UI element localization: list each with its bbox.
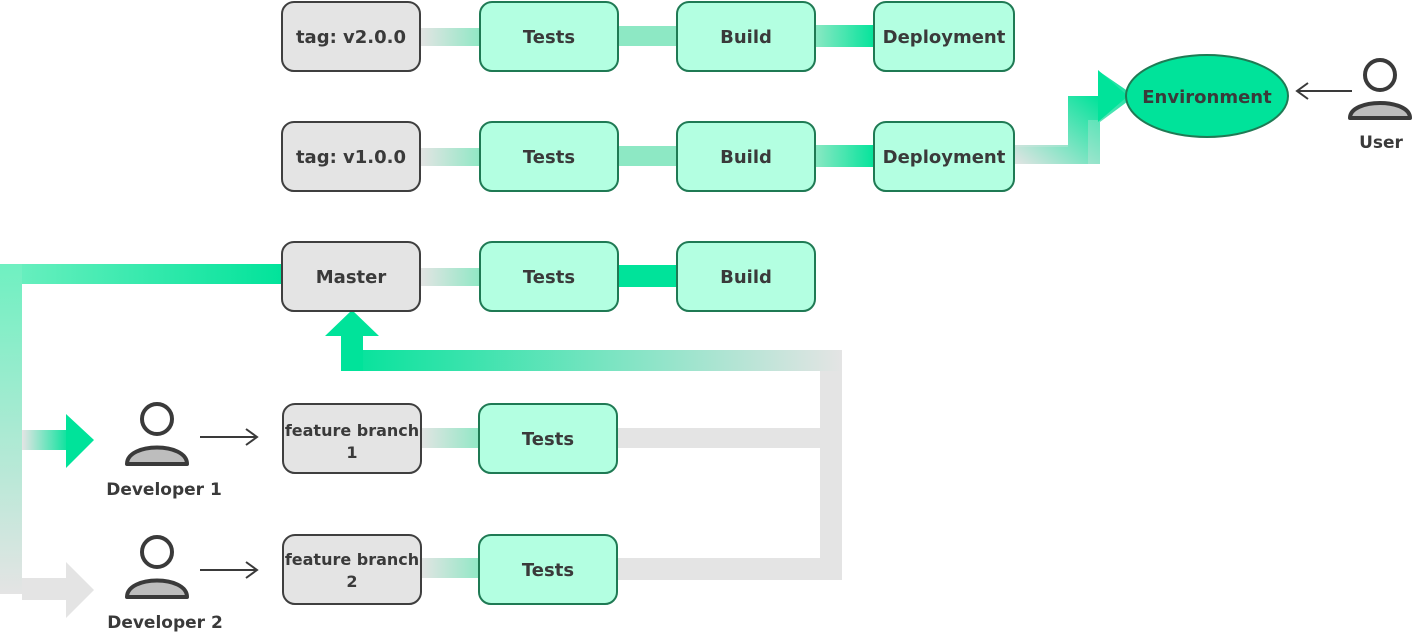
row-feature-1: feature branch 1 Tests bbox=[282, 403, 618, 474]
connector-fb2-tests bbox=[420, 558, 482, 578]
connector-fb1-return bbox=[616, 428, 842, 448]
feature-branch-2-label-line1: feature branch bbox=[285, 550, 419, 569]
tag-v2-label: tag: v2.0.0 bbox=[296, 27, 406, 48]
user-to-environment-arrow bbox=[1295, 82, 1352, 100]
user-person: User bbox=[1348, 58, 1412, 153]
tag-v1-build-label: Build bbox=[720, 147, 772, 168]
tag-v2-tests-node[interactable]: Tests bbox=[479, 1, 619, 72]
connector-return-top bbox=[341, 350, 842, 371]
connector-deploy-environment-arrowhead bbox=[1098, 70, 1128, 122]
tag-v1-tests-label: Tests bbox=[523, 147, 575, 168]
environment-node[interactable]: Environment bbox=[1125, 54, 1289, 138]
feature-2-tests-node[interactable]: Tests bbox=[478, 534, 618, 605]
tag-v2-node[interactable]: tag: v2.0.0 bbox=[281, 1, 421, 72]
tag-v1-deployment-label: Deployment bbox=[883, 147, 1006, 168]
tag-v2-build-node[interactable]: Build bbox=[676, 1, 816, 72]
connector-v1-tag-tests bbox=[420, 148, 482, 166]
connector-v2-build-deploy bbox=[814, 25, 876, 47]
feature-branch-2-label-line2: 2 bbox=[346, 572, 357, 591]
feature-branch-1-label-line1: feature branch bbox=[285, 421, 419, 440]
dev1-to-fb1-arrow bbox=[200, 428, 259, 446]
connector-return-up bbox=[341, 334, 363, 371]
dev1-arrowhead bbox=[66, 414, 94, 468]
developer-1-person: Developer 1 bbox=[106, 402, 222, 500]
connector-return-vertical bbox=[820, 350, 842, 580]
dev2-to-fb2-arrow bbox=[200, 561, 259, 579]
environment-label: Environment bbox=[1142, 87, 1272, 108]
return-master-arrowhead bbox=[325, 310, 379, 336]
row-tag-v2: tag: v2.0.0 Tests Build Deployment bbox=[281, 1, 1015, 72]
connector-v2-tests-build bbox=[616, 26, 678, 46]
connector-to-dev2 bbox=[22, 578, 70, 600]
tag-v1-build-node[interactable]: Build bbox=[676, 121, 816, 192]
user-icon bbox=[125, 402, 189, 466]
connector-loop-down bbox=[0, 264, 22, 594]
developer-2-person: Developer 2 bbox=[107, 535, 223, 633]
connector-master-left bbox=[0, 264, 285, 284]
feature-2-tests-label: Tests bbox=[522, 560, 574, 581]
user-icon bbox=[1348, 58, 1412, 120]
master-tests-label: Tests bbox=[523, 267, 575, 288]
row-master: Master Tests Build bbox=[281, 241, 816, 312]
connector-to-dev1 bbox=[22, 430, 70, 450]
user-label: User bbox=[1359, 133, 1403, 153]
connector-master-tests bbox=[420, 268, 482, 286]
tag-v1-tests-node[interactable]: Tests bbox=[479, 121, 619, 192]
tag-v1-deployment-node[interactable]: Deployment bbox=[873, 121, 1015, 192]
developer-1-label: Developer 1 bbox=[106, 480, 222, 500]
connector-v2-tag-tests bbox=[420, 28, 482, 46]
connector-master-tests-build bbox=[616, 265, 678, 287]
feature-branch-1-label-line2: 1 bbox=[346, 443, 357, 462]
feature-branch-2-node[interactable]: feature branch 2 bbox=[282, 534, 422, 605]
connectors bbox=[0, 25, 1352, 618]
feature-branch-1-node[interactable]: feature branch 1 bbox=[282, 403, 422, 474]
connector-fb1-tests bbox=[420, 428, 482, 448]
feature-1-tests-label: Tests bbox=[522, 429, 574, 450]
connector-v1-tests-build bbox=[616, 146, 678, 166]
master-label: Master bbox=[316, 267, 387, 288]
dev2-arrowhead bbox=[66, 562, 94, 618]
connector-fb2-return bbox=[616, 558, 842, 580]
tag-v2-deployment-label: Deployment bbox=[883, 27, 1006, 48]
connector-v1-build-deploy bbox=[814, 145, 876, 167]
tag-v2-tests-label: Tests bbox=[523, 27, 575, 48]
row-tag-v1: tag: v1.0.0 Tests Build Deployment bbox=[281, 121, 1015, 192]
master-build-label: Build bbox=[720, 267, 772, 288]
connector-deploy-environment-body bbox=[1014, 96, 1098, 164]
master-tests-node[interactable]: Tests bbox=[479, 241, 619, 312]
tag-v1-node[interactable]: tag: v1.0.0 bbox=[281, 121, 421, 192]
tag-v2-build-label: Build bbox=[720, 27, 772, 48]
tag-v2-deployment-node[interactable]: Deployment bbox=[873, 1, 1015, 72]
feature-1-tests-node[interactable]: Tests bbox=[478, 403, 618, 474]
master-build-node[interactable]: Build bbox=[676, 241, 816, 312]
tag-v1-label: tag: v1.0.0 bbox=[296, 147, 406, 168]
user-icon bbox=[125, 535, 189, 599]
master-node[interactable]: Master bbox=[281, 241, 421, 312]
row-feature-2: feature branch 2 Tests bbox=[282, 534, 618, 605]
developer-2-label: Developer 2 bbox=[107, 613, 223, 633]
